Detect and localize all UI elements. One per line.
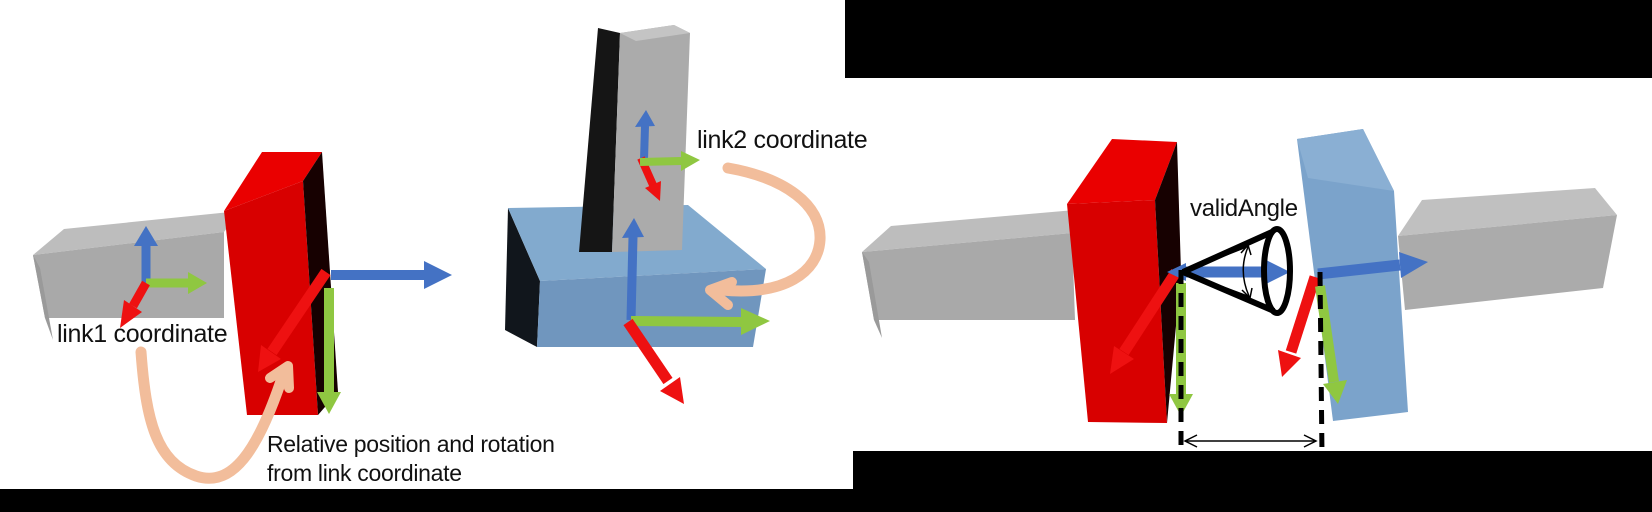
z-axis-arrow-icon — [622, 218, 644, 321]
right-joint2-axes — [1278, 252, 1428, 404]
link1-coordinate-label: link1 coordinate — [57, 320, 228, 348]
relative-pose-label: Relative position and rotation from link… — [267, 430, 555, 489]
joint1-axes — [258, 261, 452, 414]
joint-gap-annotation — [1178, 270, 1325, 456]
y-axis-arrow-icon — [317, 288, 341, 414]
right-link2-beam — [1398, 188, 1617, 310]
relative-pose-label-line1: Relative position and rotation — [267, 431, 555, 457]
base-frame-axes — [622, 218, 770, 404]
z-axis-arrow-icon — [1317, 252, 1428, 280]
y-axis-arrow-icon — [630, 308, 770, 335]
link2-axes — [635, 110, 700, 201]
link2-callout-arrow — [705, 162, 826, 310]
right-link1-beam — [862, 208, 1098, 338]
x-axis-arrow-icon — [120, 280, 150, 328]
relative-pose-label-line2: from link coordinate — [267, 460, 462, 487]
distance-double-arrow-icon — [1183, 434, 1318, 448]
valid-angle-label: validAngle — [1190, 195, 1298, 222]
y-axis-arrow-icon — [639, 151, 700, 171]
mask-top-right — [845, 0, 1652, 78]
y-axis-arrow-icon — [146, 272, 207, 294]
link2-coordinate-label: link2 coordinate — [697, 126, 868, 154]
z-axis-arrow-icon — [331, 261, 452, 289]
link1-beam — [33, 211, 240, 340]
x-axis-arrow-icon — [1110, 269, 1181, 374]
x-axis-arrow-icon — [623, 318, 684, 404]
link1-axes — [120, 226, 207, 328]
x-axis-arrow-icon — [1278, 275, 1321, 377]
mask-bottom-left — [0, 489, 853, 512]
mask-bottom-right — [853, 451, 1652, 512]
right-joint1-block-red — [1067, 139, 1181, 423]
relative-pose-callout-arrow — [135, 346, 294, 484]
link2-beam — [579, 25, 690, 252]
angle-measure-arc-icon — [1182, 243, 1253, 300]
z-axis-arrow-icon — [635, 110, 655, 161]
dashed-line-right — [1317, 271, 1325, 456]
z-axis-arrow-icon — [134, 226, 158, 283]
valid-angle-cone-icon — [1181, 226, 1293, 316]
x-axis-arrow-icon — [258, 268, 331, 372]
